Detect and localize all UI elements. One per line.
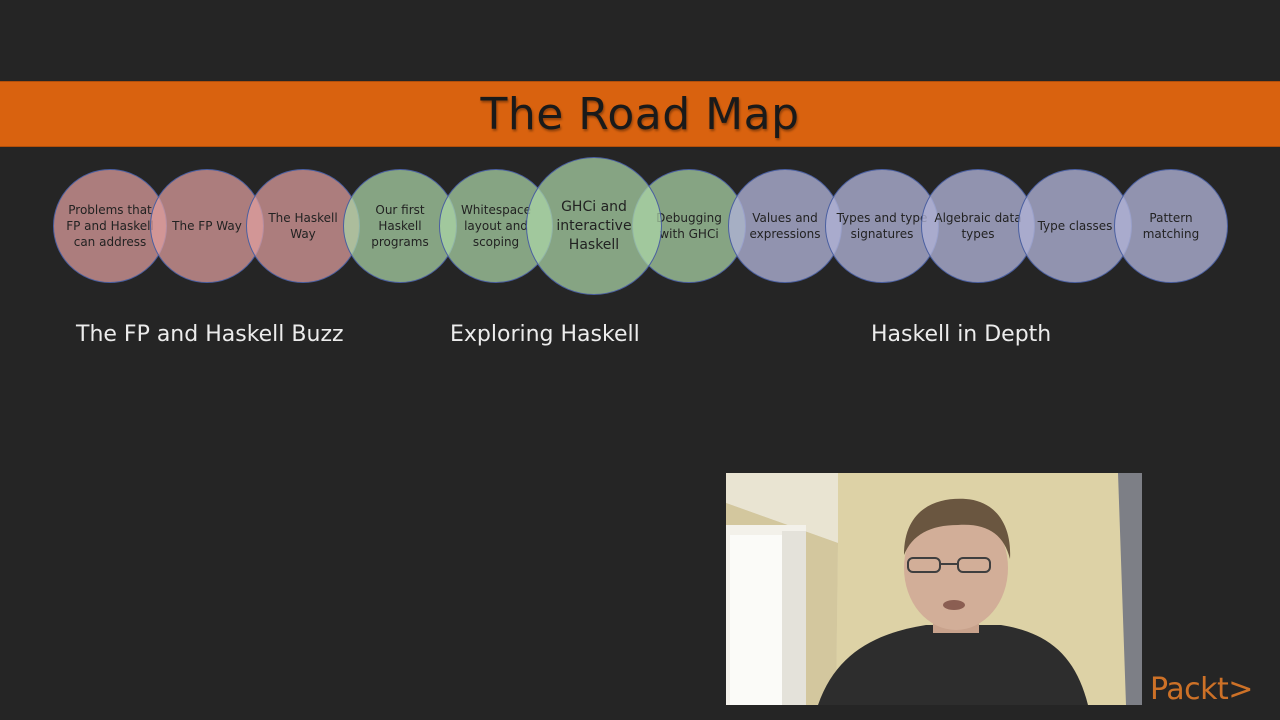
topic-pattern-matching: Pattern matching xyxy=(1114,169,1228,283)
title-bar: The Road Map xyxy=(0,81,1280,147)
packt-logo: Packt> xyxy=(1150,672,1253,707)
section-label-buzz: The FP and Haskell Buzz xyxy=(76,322,344,347)
slide-title: The Road Map xyxy=(480,88,800,140)
topic-types-signatures: Types and type signatures xyxy=(825,169,939,283)
topic-first-programs: Our first Haskell programs xyxy=(343,169,457,283)
topic-label: Whitespace layout and scoping xyxy=(460,203,532,249)
presenter-video xyxy=(726,473,1142,705)
topic-label: Type classes xyxy=(1037,219,1113,233)
roadmap-diagram: Problems that FP and Haskell can address… xyxy=(0,0,1280,320)
topic-label: Types and type signatures xyxy=(836,211,928,241)
topic-ghci-interactive: GHCi and interactive Haskell xyxy=(526,157,662,295)
topic-haskell-way: The Haskell Way xyxy=(246,169,360,283)
topic-label: Debugging with GHCi xyxy=(656,211,722,241)
topic-fp-way: The FP Way xyxy=(150,169,264,283)
topic-label: Pattern matching xyxy=(1142,211,1200,241)
topic-algebraic-data-types: Algebraic data types xyxy=(921,169,1035,283)
topic-values-expressions: Values and expressions xyxy=(728,169,842,283)
topic-whitespace-layout: Whitespace layout and scoping xyxy=(439,169,553,283)
topic-label: Values and expressions xyxy=(749,211,821,241)
topic-label: GHCi and interactive Haskell xyxy=(556,198,632,253)
topic-label: Problems that FP and Haskell can address xyxy=(66,203,154,249)
topic-label: Algebraic data types xyxy=(934,211,1022,241)
section-label-depth: Haskell in Depth xyxy=(871,322,1052,347)
topic-label: The FP Way xyxy=(172,219,242,233)
section-label-exploring: Exploring Haskell xyxy=(450,322,640,347)
topic-label: Our first Haskell programs xyxy=(371,203,429,249)
presenter-video-frame xyxy=(726,473,1142,705)
topic-label: The Haskell Way xyxy=(268,211,338,241)
topic-type-classes: Type classes xyxy=(1018,169,1132,283)
